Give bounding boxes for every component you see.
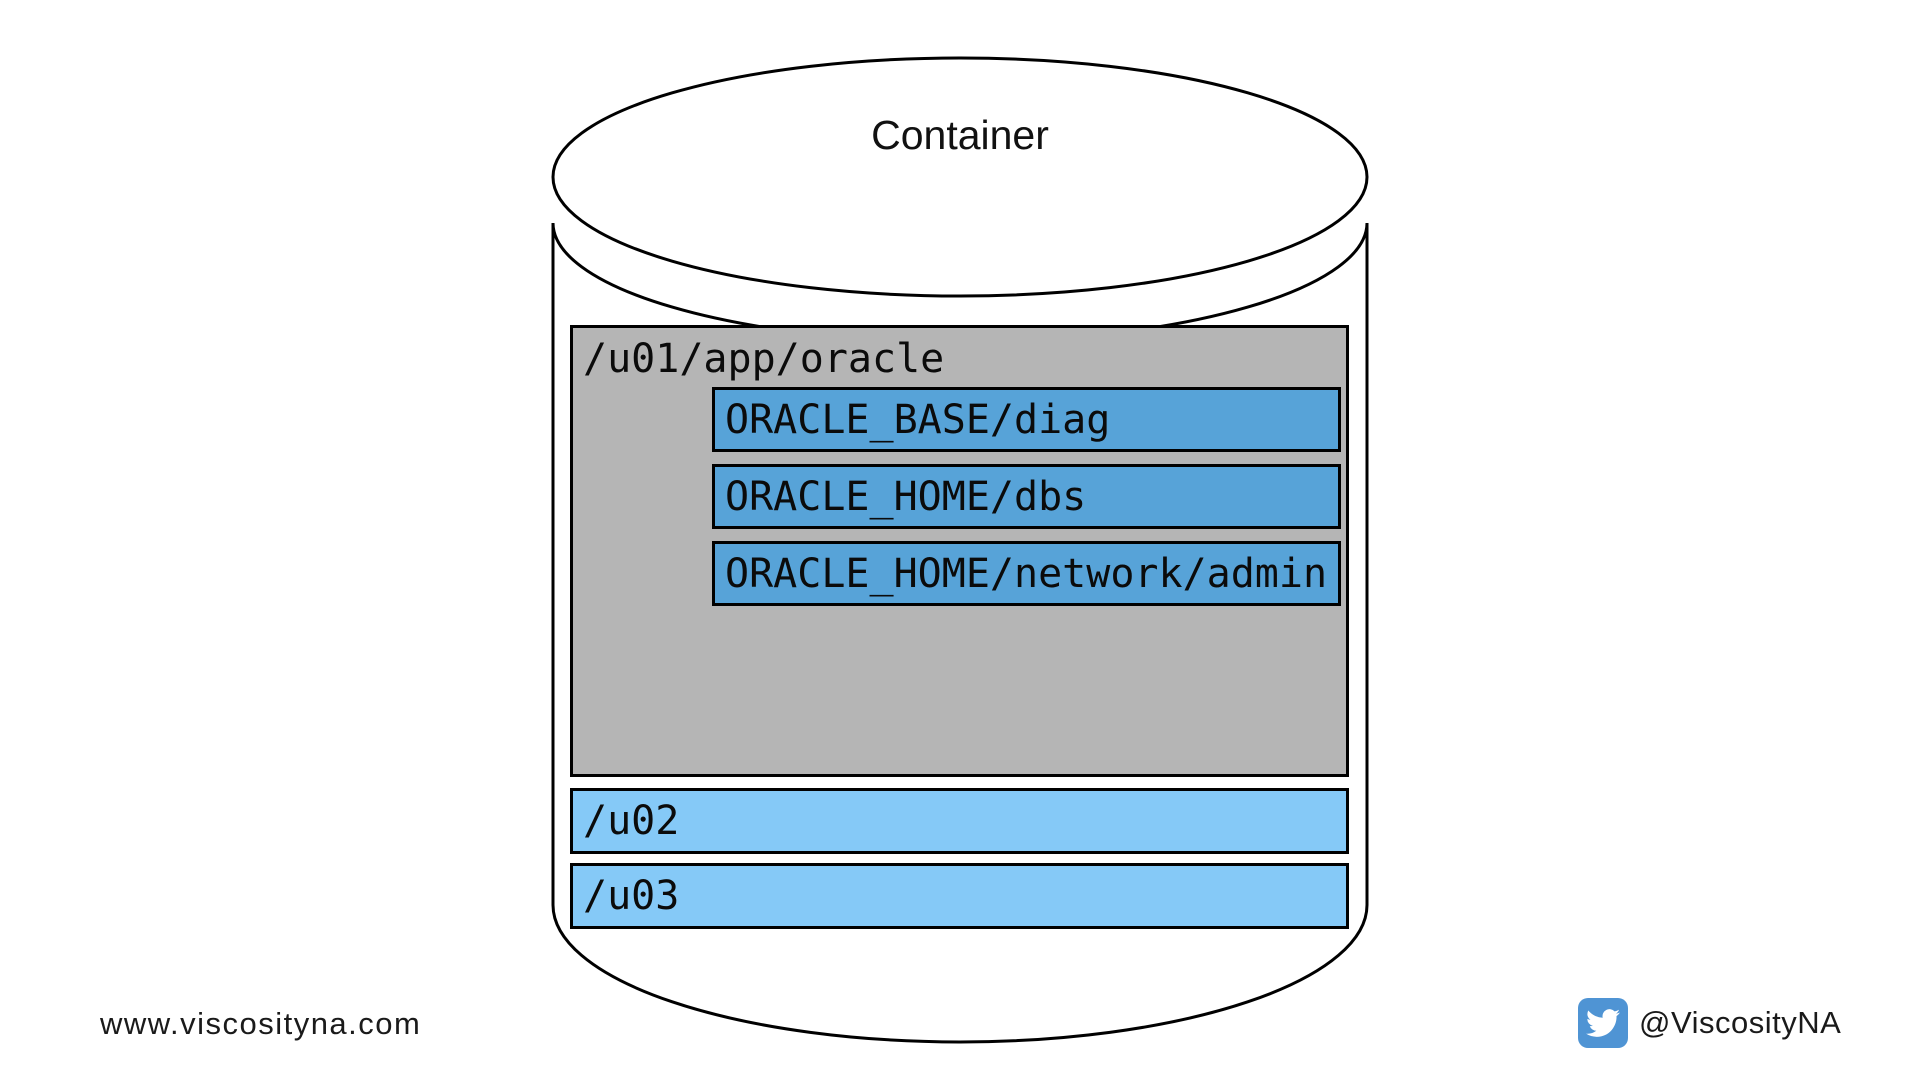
u01-directory-label: /u01/app/oracle bbox=[583, 336, 945, 382]
twitter-attribution: @ViscosityNA bbox=[1578, 998, 1841, 1048]
website-text: www.viscosityna.com bbox=[100, 1006, 422, 1041]
volume-label: /u03 bbox=[583, 873, 680, 919]
subdir-label: ORACLE_HOME/network/admin bbox=[725, 550, 1328, 597]
container-label: Container bbox=[871, 112, 1049, 158]
subdir-label: ORACLE_BASE/diag bbox=[725, 396, 1111, 443]
twitter-handle: @ViscosityNA bbox=[1639, 1005, 1842, 1040]
subdir-box-oracle-home-network-admin: ORACLE_HOME/network/admin bbox=[712, 541, 1341, 606]
volume-box-u03: /u03 bbox=[570, 863, 1349, 929]
subdir-box-oracle-home-dbs: ORACLE_HOME/dbs bbox=[712, 464, 1341, 529]
volume-label: /u02 bbox=[583, 798, 680, 844]
twitter-icon bbox=[1578, 998, 1628, 1048]
volume-box-u02: /u02 bbox=[570, 788, 1349, 854]
cylinder-top-ellipse bbox=[551, 56, 1369, 298]
subdir-box-oracle-base-diag: ORACLE_BASE/diag bbox=[712, 387, 1341, 452]
subdir-label: ORACLE_HOME/dbs bbox=[725, 473, 1087, 520]
